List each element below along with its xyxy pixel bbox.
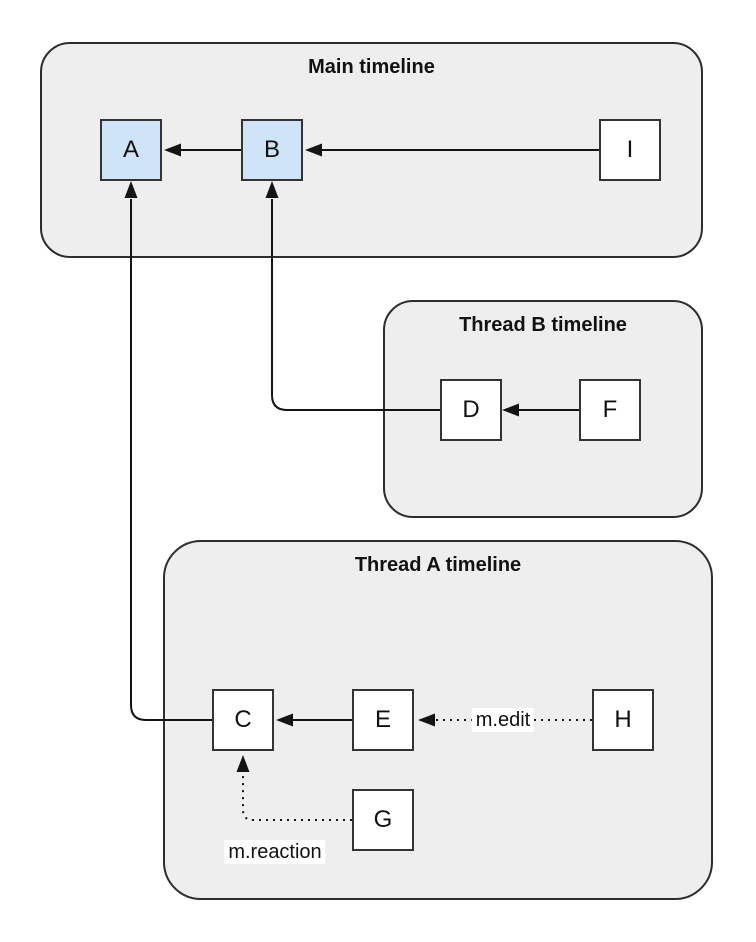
node-e: E [352, 689, 414, 751]
node-f-label: F [602, 396, 618, 423]
edge-label-m-reaction: m.reaction [224, 840, 326, 864]
node-i-label: I [626, 136, 634, 163]
container-title-thread-b: Thread B timeline [459, 314, 627, 336]
node-d-label: D [462, 396, 480, 423]
node-f: F [579, 379, 641, 441]
node-a-label: A [122, 136, 139, 163]
node-d: D [440, 379, 502, 441]
node-i: I [599, 119, 661, 181]
container-title-thread-a: Thread A timeline [354, 554, 522, 576]
edge-label-m-edit: m.edit [471, 708, 535, 732]
node-b-label: B [263, 136, 280, 163]
node-c: C [212, 689, 274, 751]
container-title-main: Main timeline [308, 56, 435, 78]
node-a: A [100, 119, 162, 181]
node-h-label: H [614, 706, 632, 733]
node-e-label: E [374, 706, 391, 733]
node-g: G [352, 789, 414, 851]
node-g-label: G [373, 806, 393, 833]
container-thread-b-timeline: Thread B timeline [383, 300, 703, 518]
node-b: B [241, 119, 303, 181]
node-c-label: C [234, 706, 252, 733]
node-h: H [592, 689, 654, 751]
